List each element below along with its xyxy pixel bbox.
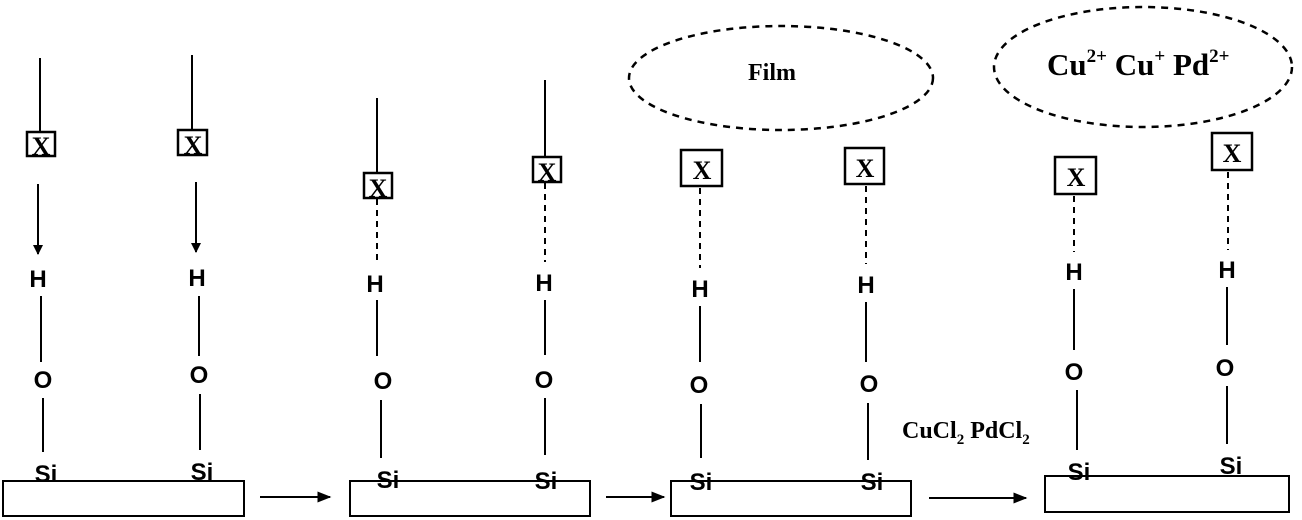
chain-4b: X H O Si	[1210, 131, 1254, 480]
ion-pd2-charge: 2+	[1209, 46, 1229, 67]
o-atom: O	[190, 362, 209, 389]
o-atom: O	[535, 367, 554, 394]
ion-cu2-symbol: Cu	[1047, 47, 1087, 82]
si-atom: Si	[191, 459, 214, 486]
h-atom: H	[366, 271, 383, 298]
x-group-box	[1210, 131, 1254, 172]
chain-3b: X H O Si	[843, 146, 886, 496]
si-atom: Si	[1068, 459, 1091, 486]
x-label: X	[184, 131, 203, 160]
si-atom: Si	[535, 468, 558, 495]
ion-oval	[992, 5, 1294, 129]
h-atom: H	[857, 272, 874, 299]
h-atom: H	[29, 266, 46, 293]
ion-cu1-charge: +	[1154, 46, 1165, 67]
film-oval	[627, 24, 935, 132]
x-group-box	[531, 155, 563, 184]
h-atom: H	[535, 270, 552, 297]
ion-pd2-symbol: Pd	[1173, 47, 1209, 82]
ion-cu1-symbol: Cu	[1115, 47, 1155, 82]
reagent-cucl2-subscript: 2	[957, 432, 965, 448]
ions-label: Cu2+ Cu+ Pd2+	[1047, 46, 1229, 82]
x-label: X	[856, 154, 875, 183]
h-atom: H	[1218, 257, 1235, 284]
h-atom: H	[1065, 259, 1082, 286]
substrate-3	[670, 480, 912, 517]
x-group-box	[1053, 155, 1098, 196]
chain-3a: X H O Si	[679, 148, 724, 496]
x-label: X	[1223, 139, 1242, 168]
x-label: X	[693, 156, 712, 185]
x-label: X	[538, 158, 557, 187]
x-group-box	[679, 148, 724, 188]
chain-1b: X H O Si	[176, 55, 214, 486]
stage-4: Cu2+ Cu+ Pd2+ X H O Si X H O Si	[992, 5, 1294, 513]
x-group-box	[843, 146, 886, 186]
film-label: Film	[748, 60, 796, 86]
h-atom: H	[691, 276, 708, 303]
stage-3: Film X H O Si X H O Si	[627, 24, 935, 517]
x-label: X	[32, 132, 51, 161]
si-atom: Si	[1220, 453, 1243, 480]
chain-2b: X H O Si	[531, 80, 563, 495]
stage-1: X H O Si X H O Si	[2, 55, 245, 517]
si-atom: Si	[690, 469, 713, 496]
h-atom: H	[188, 265, 205, 292]
x-label: X	[1067, 163, 1086, 192]
o-atom: O	[374, 368, 393, 395]
x-group-box	[176, 128, 209, 157]
o-atom: O	[1065, 359, 1084, 386]
si-atom: Si	[35, 461, 58, 488]
reagent-pdcl2-base: PdCl	[970, 418, 1022, 444]
o-atom: O	[1216, 355, 1235, 382]
x-group-box	[25, 130, 57, 158]
x-label: X	[369, 174, 388, 203]
chain-4a: X H O Si	[1053, 155, 1098, 486]
reagents-label: CuCl2 PdCl2	[902, 418, 1030, 448]
si-atom: Si	[377, 467, 400, 494]
substrate-4	[1044, 475, 1290, 513]
substrate-1	[2, 480, 245, 517]
o-atom: O	[860, 371, 879, 398]
chain-2a: X H O Si	[362, 98, 400, 494]
reagent-cucl2-base: CuCl	[902, 418, 957, 444]
stage-2: X H O Si X H O Si	[349, 80, 591, 517]
chain-1a: X H O Si	[25, 58, 58, 488]
reagent-pdcl2-subscript: 2	[1022, 432, 1030, 448]
ion-cu2-charge: 2+	[1087, 46, 1107, 67]
si-atom: Si	[861, 469, 884, 496]
x-group-box	[362, 171, 394, 200]
o-atom: O	[34, 367, 53, 394]
o-atom: O	[690, 372, 709, 399]
substrate-2	[349, 480, 591, 517]
